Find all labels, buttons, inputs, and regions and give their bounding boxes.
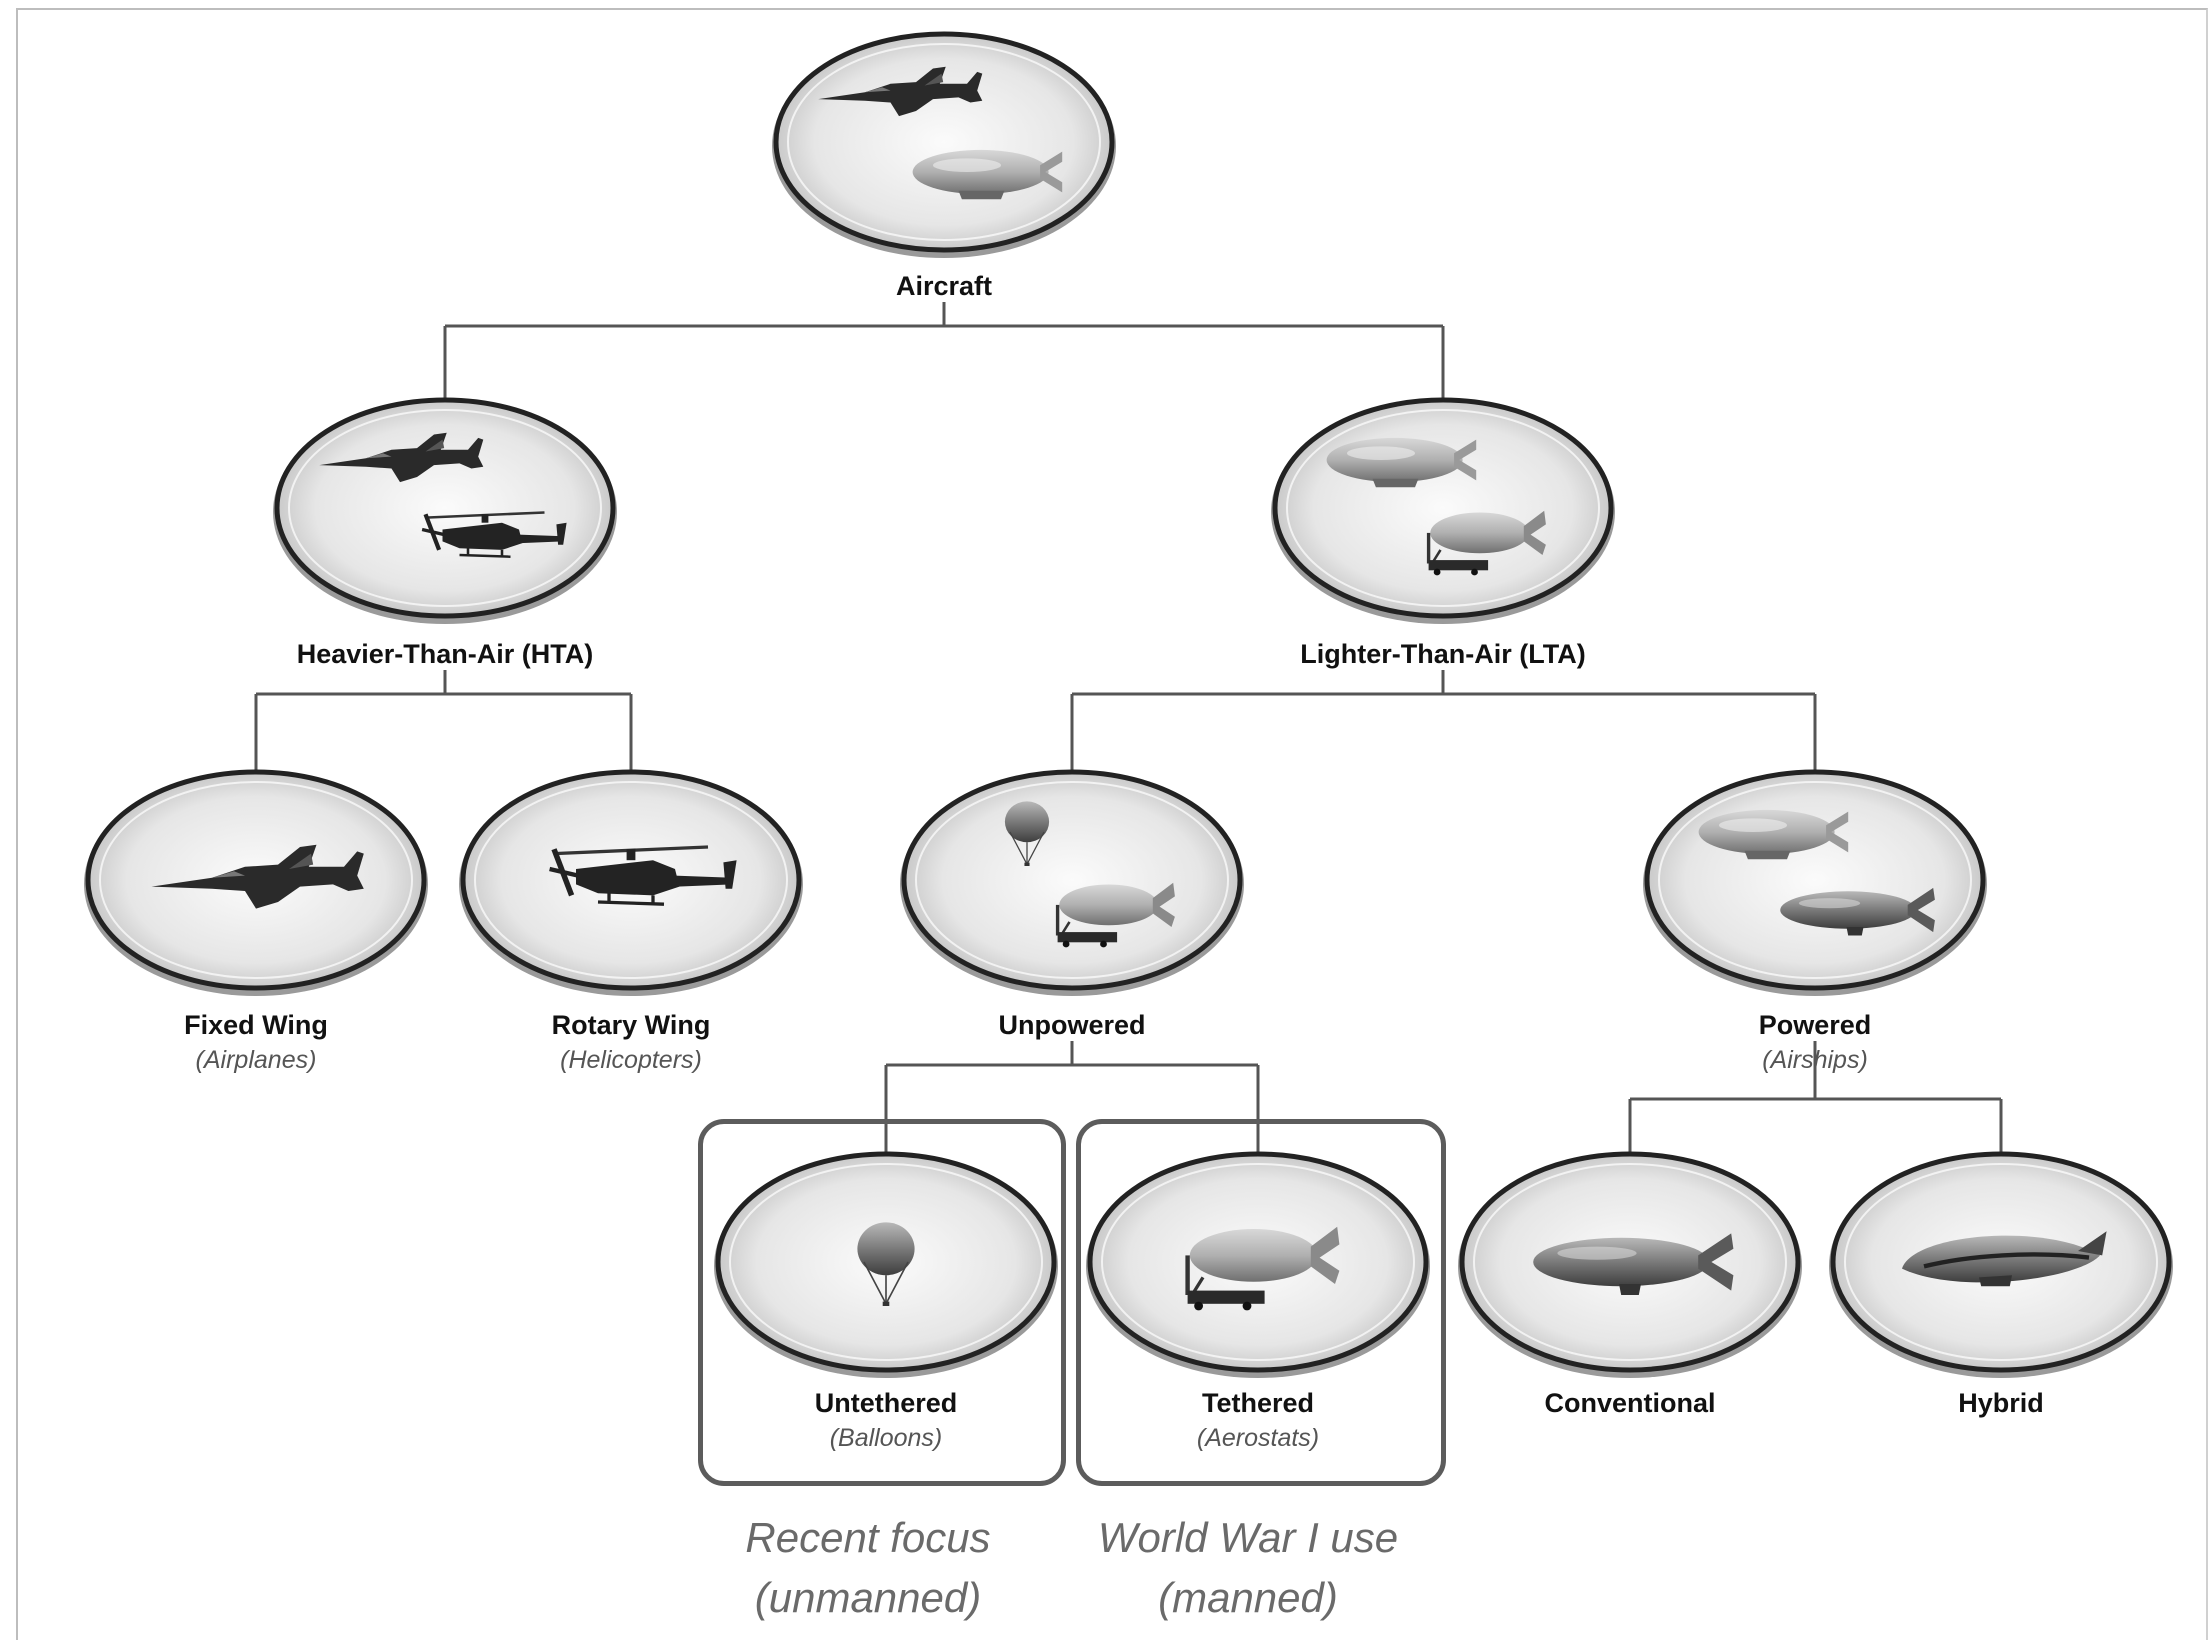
- node-title: Rotary Wing: [551, 1010, 711, 1040]
- node-title: Powered: [1758, 1010, 1872, 1040]
- node-title: Untethered: [814, 1388, 958, 1418]
- node-label-hta: Heavier-Than-Air (HTA): [297, 636, 594, 672]
- node-powered: [1643, 769, 1987, 996]
- node-ellipse: [901, 769, 1243, 991]
- node-subtitle: (Airplanes): [195, 1046, 317, 1074]
- node-title: Fixed Wing: [184, 1010, 328, 1040]
- node-inner-ring: [474, 781, 788, 979]
- tethered-highlight-box: [1076, 1119, 1446, 1486]
- node-graphics: [84, 31, 2173, 1378]
- node-title: Heavier-Than-Air (HTA): [296, 639, 594, 669]
- node-untethered: [714, 1151, 1058, 1378]
- connector-lines: [254, 302, 2003, 1154]
- diagram-frame: [16, 8, 2208, 1640]
- node-label-untethered: Untethered (Balloons): [815, 1385, 958, 1455]
- node-title: Lighter-Than-Air (LTA): [1300, 639, 1586, 669]
- node-ellipse: [274, 397, 616, 619]
- node-hta: [273, 397, 617, 624]
- node-title: Aircraft: [895, 271, 993, 301]
- node-inner-ring: [288, 409, 602, 607]
- node-inner-ring: [787, 43, 1101, 241]
- node-title: Hybrid: [1958, 1388, 2044, 1418]
- node-inner-ring: [1473, 1163, 1787, 1361]
- node-inner-ring: [1658, 781, 1972, 979]
- node-label-conventional: Conventional: [1544, 1385, 1715, 1421]
- node-tethered: [1086, 1151, 1430, 1378]
- node-label-powered: Powered (Airships): [1759, 1007, 1872, 1077]
- node-ellipse: [1644, 769, 1986, 991]
- node-rotary: [459, 769, 803, 996]
- node-inner-ring: [1286, 409, 1600, 607]
- node-ellipse: [1272, 397, 1614, 619]
- node-fixed: [84, 769, 428, 996]
- node-inner-ring: [1844, 1163, 2158, 1361]
- annotation-line: (manned): [1158, 1574, 1338, 1621]
- node-ellipse: [773, 31, 1115, 253]
- node-subtitle: (Airships): [1762, 1046, 1868, 1074]
- node-label-lta: Lighter-Than-Air (LTA): [1300, 636, 1585, 672]
- annotation-wwi-use: World War I use (manned): [1098, 1508, 1398, 1628]
- node-conventional: [1458, 1151, 1802, 1378]
- node-inner-ring: [1101, 1163, 1415, 1361]
- annotation-line: (unmanned): [754, 1574, 982, 1621]
- annotation-line: World War I use: [1097, 1514, 1399, 1561]
- node-label-unpowered: Unpowered: [998, 1007, 1145, 1043]
- node-unpowered: [900, 769, 1244, 996]
- node-label-rotary: Rotary Wing (Helicopters): [552, 1007, 711, 1077]
- annotation-line: Recent focus: [745, 1514, 991, 1561]
- node-title: Conventional: [1544, 1388, 1716, 1418]
- node-title: Tethered: [1201, 1388, 1315, 1418]
- node-label-hybrid: Hybrid: [1958, 1385, 2044, 1421]
- node-label-fixed: Fixed Wing (Airplanes): [184, 1007, 328, 1077]
- node-subtitle: (Balloons): [829, 1424, 943, 1452]
- node-lta: [1271, 397, 1615, 624]
- node-subtitle: (Aerostats): [1196, 1424, 1320, 1452]
- node-aircraft: [772, 31, 1116, 258]
- node-inner-ring: [99, 781, 413, 979]
- untethered-highlight-box: [698, 1119, 1066, 1486]
- node-inner-ring: [729, 1163, 1043, 1361]
- node-label-aircraft: Aircraft: [896, 268, 992, 304]
- node-subtitle: (Helicopters): [560, 1046, 702, 1074]
- node-label-tethered: Tethered (Aerostats): [1197, 1385, 1319, 1455]
- node-title: Unpowered: [998, 1010, 1146, 1040]
- annotation-recent-focus: Recent focus (unmanned): [745, 1508, 990, 1628]
- node-hybrid: [1829, 1151, 2173, 1378]
- node-inner-ring: [915, 781, 1229, 979]
